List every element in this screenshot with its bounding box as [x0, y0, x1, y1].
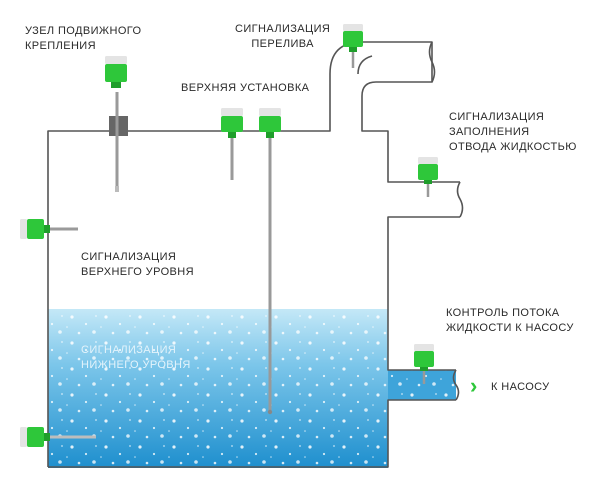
label-top-install-text: ВЕРХНЯЯ УСТАНОВКА	[181, 82, 310, 94]
label-lower-level-text: СИГНАЛИЗАЦИЯ НИЖНЕГО УРОВНЯ	[81, 344, 191, 371]
level-sensor-icon	[20, 219, 78, 239]
level-sensor-icon	[20, 427, 96, 447]
level-sensor-icon	[259, 108, 281, 138]
chevron-right-icon: ›	[470, 373, 478, 398]
label-mount-node: УЗЕЛ ПОДВИЖНОГО КРЕПЛЕНИЯ	[25, 24, 141, 54]
label-to-pump: К НАСОСУ	[491, 380, 550, 395]
mount-clamp-icon	[109, 92, 128, 192]
label-drain-fill: СИГНАЛИЗАЦИЯ ЗАПОЛНЕНИЯ ОТВОДА ЖИДКОСТЬЮ	[449, 110, 577, 155]
label-top-install: ВЕРХНЯЯ УСТАНОВКА	[181, 81, 309, 96]
label-overflow: СИГНАЛИЗАЦИЯ ПЕРЕЛИВА	[235, 22, 330, 52]
water	[48, 309, 456, 468]
label-overflow-text: СИГНАЛИЗАЦИЯ ПЕРЕЛИВА	[235, 23, 331, 50]
level-sensor-icon	[414, 344, 434, 384]
level-sensor-icon	[105, 56, 127, 88]
label-drain-fill-text: СИГНАЛИЗАЦИЯ ЗАПОЛНЕНИЯ ОТВОДА ЖИДКОСТЬЮ	[449, 111, 577, 153]
label-to-pump-text: К НАСОСУ	[491, 381, 550, 393]
label-lower-level: СИГНАЛИЗАЦИЯ НИЖНЕГО УРОВНЯ	[81, 343, 191, 373]
level-sensor-icon	[221, 108, 243, 180]
label-mount-node-text: УЗЕЛ ПОДВИЖНОГО КРЕПЛЕНИЯ	[25, 25, 142, 52]
level-sensor-icon	[418, 157, 438, 197]
label-pump-flow: КОНТРОЛЬ ПОТОКА ЖИДКОСТИ К НАСОСУ	[446, 306, 574, 336]
label-pump-flow-text: КОНТРОЛЬ ПОТОКА ЖИДКОСТИ К НАСОСУ	[446, 307, 574, 334]
label-upper-level: СИГНАЛИЗАЦИЯ ВЕРХНЕГО УРОВНЯ	[81, 250, 194, 280]
level-sensor-icon	[343, 24, 363, 68]
label-upper-level-text: СИГНАЛИЗАЦИЯ ВЕРХНЕГО УРОВНЯ	[81, 251, 194, 278]
tank-outline	[47, 41, 464, 468]
